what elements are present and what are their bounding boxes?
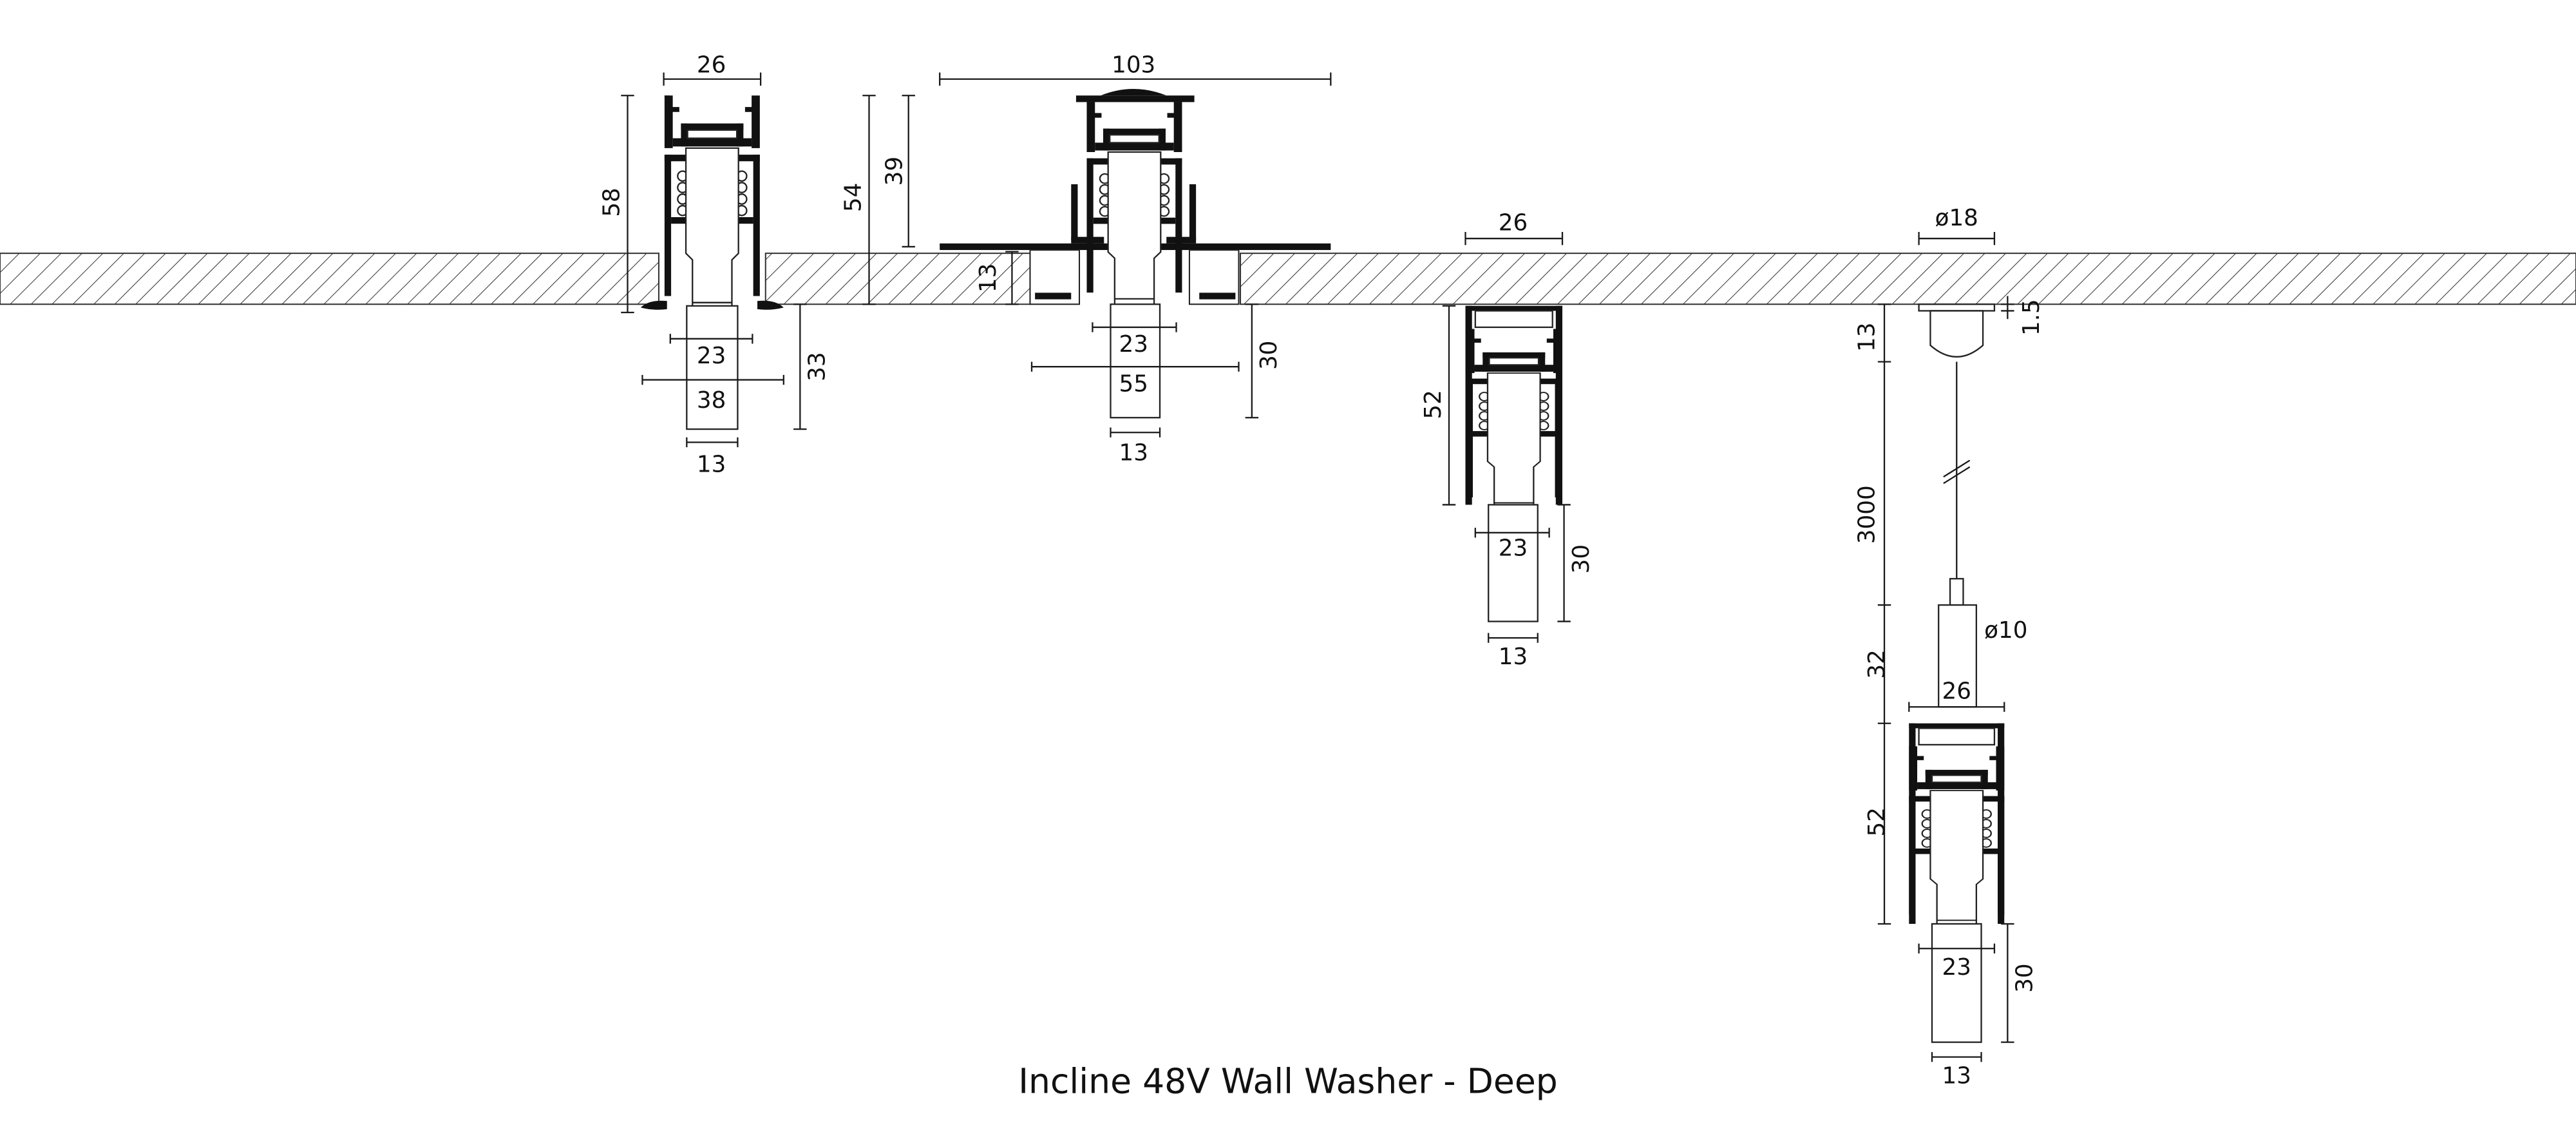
dim-diffuser: 23	[697, 343, 726, 369]
dim-height: 58	[599, 187, 625, 216]
dim-gripper-height: 32	[1864, 649, 1890, 678]
dim-canopy-diameter: ø18	[1935, 205, 1978, 231]
dim-height: 39	[882, 157, 908, 186]
dim-width: 26	[697, 52, 726, 79]
dim-plate-depth: 13	[975, 264, 1001, 292]
dim-lens: 13	[1119, 440, 1148, 466]
dim-depth: 54	[840, 183, 867, 212]
dim-protrusion: 30	[1256, 341, 1282, 370]
dim-protrusion: 33	[804, 352, 831, 381]
dim-canopy-height: 13	[1854, 323, 1880, 352]
dim-width: 26	[1499, 209, 1528, 236]
dim-lens: 13	[1942, 1062, 1971, 1089]
dim-canopy-thickness: 1.5	[2018, 299, 2045, 336]
dim-protrusion: 30	[1568, 544, 1595, 573]
dim-lens: 13	[1499, 644, 1528, 670]
profile-plaster-in: 103 39 13 23 55 13 30	[882, 52, 1332, 466]
dim-height: 52	[1864, 807, 1890, 836]
dim-diffuser: 23	[1119, 331, 1148, 358]
dim-height: 52	[1420, 390, 1446, 419]
drawing-title: Incline 48V Wall Washer - Deep	[1018, 1061, 1558, 1102]
profile-suspended: ø18 1.5 13 3000 ø10 32 26 52 23 30 13	[1854, 205, 2045, 1089]
dim-width: 103	[1112, 52, 1155, 79]
dim-flange: 55	[1119, 370, 1148, 397]
profile-surface-mounted: 26 52 23 30 13	[1420, 209, 1595, 669]
dim-diffuser: 23	[1942, 954, 1971, 981]
dim-cable-length: 3000	[1854, 485, 1880, 544]
dim-gripper-diameter: ø10	[1984, 617, 2027, 644]
profile-trimless-recessed: 26 58 54 23 38 13 33	[599, 52, 876, 477]
dim-diffuser: 23	[1499, 535, 1528, 562]
dim-lens: 13	[697, 451, 726, 477]
dim-width: 26	[1942, 678, 1971, 704]
dim-flange: 38	[697, 387, 726, 414]
ceiling-section	[0, 253, 2576, 305]
dim-protrusion: 30	[2012, 963, 2038, 992]
